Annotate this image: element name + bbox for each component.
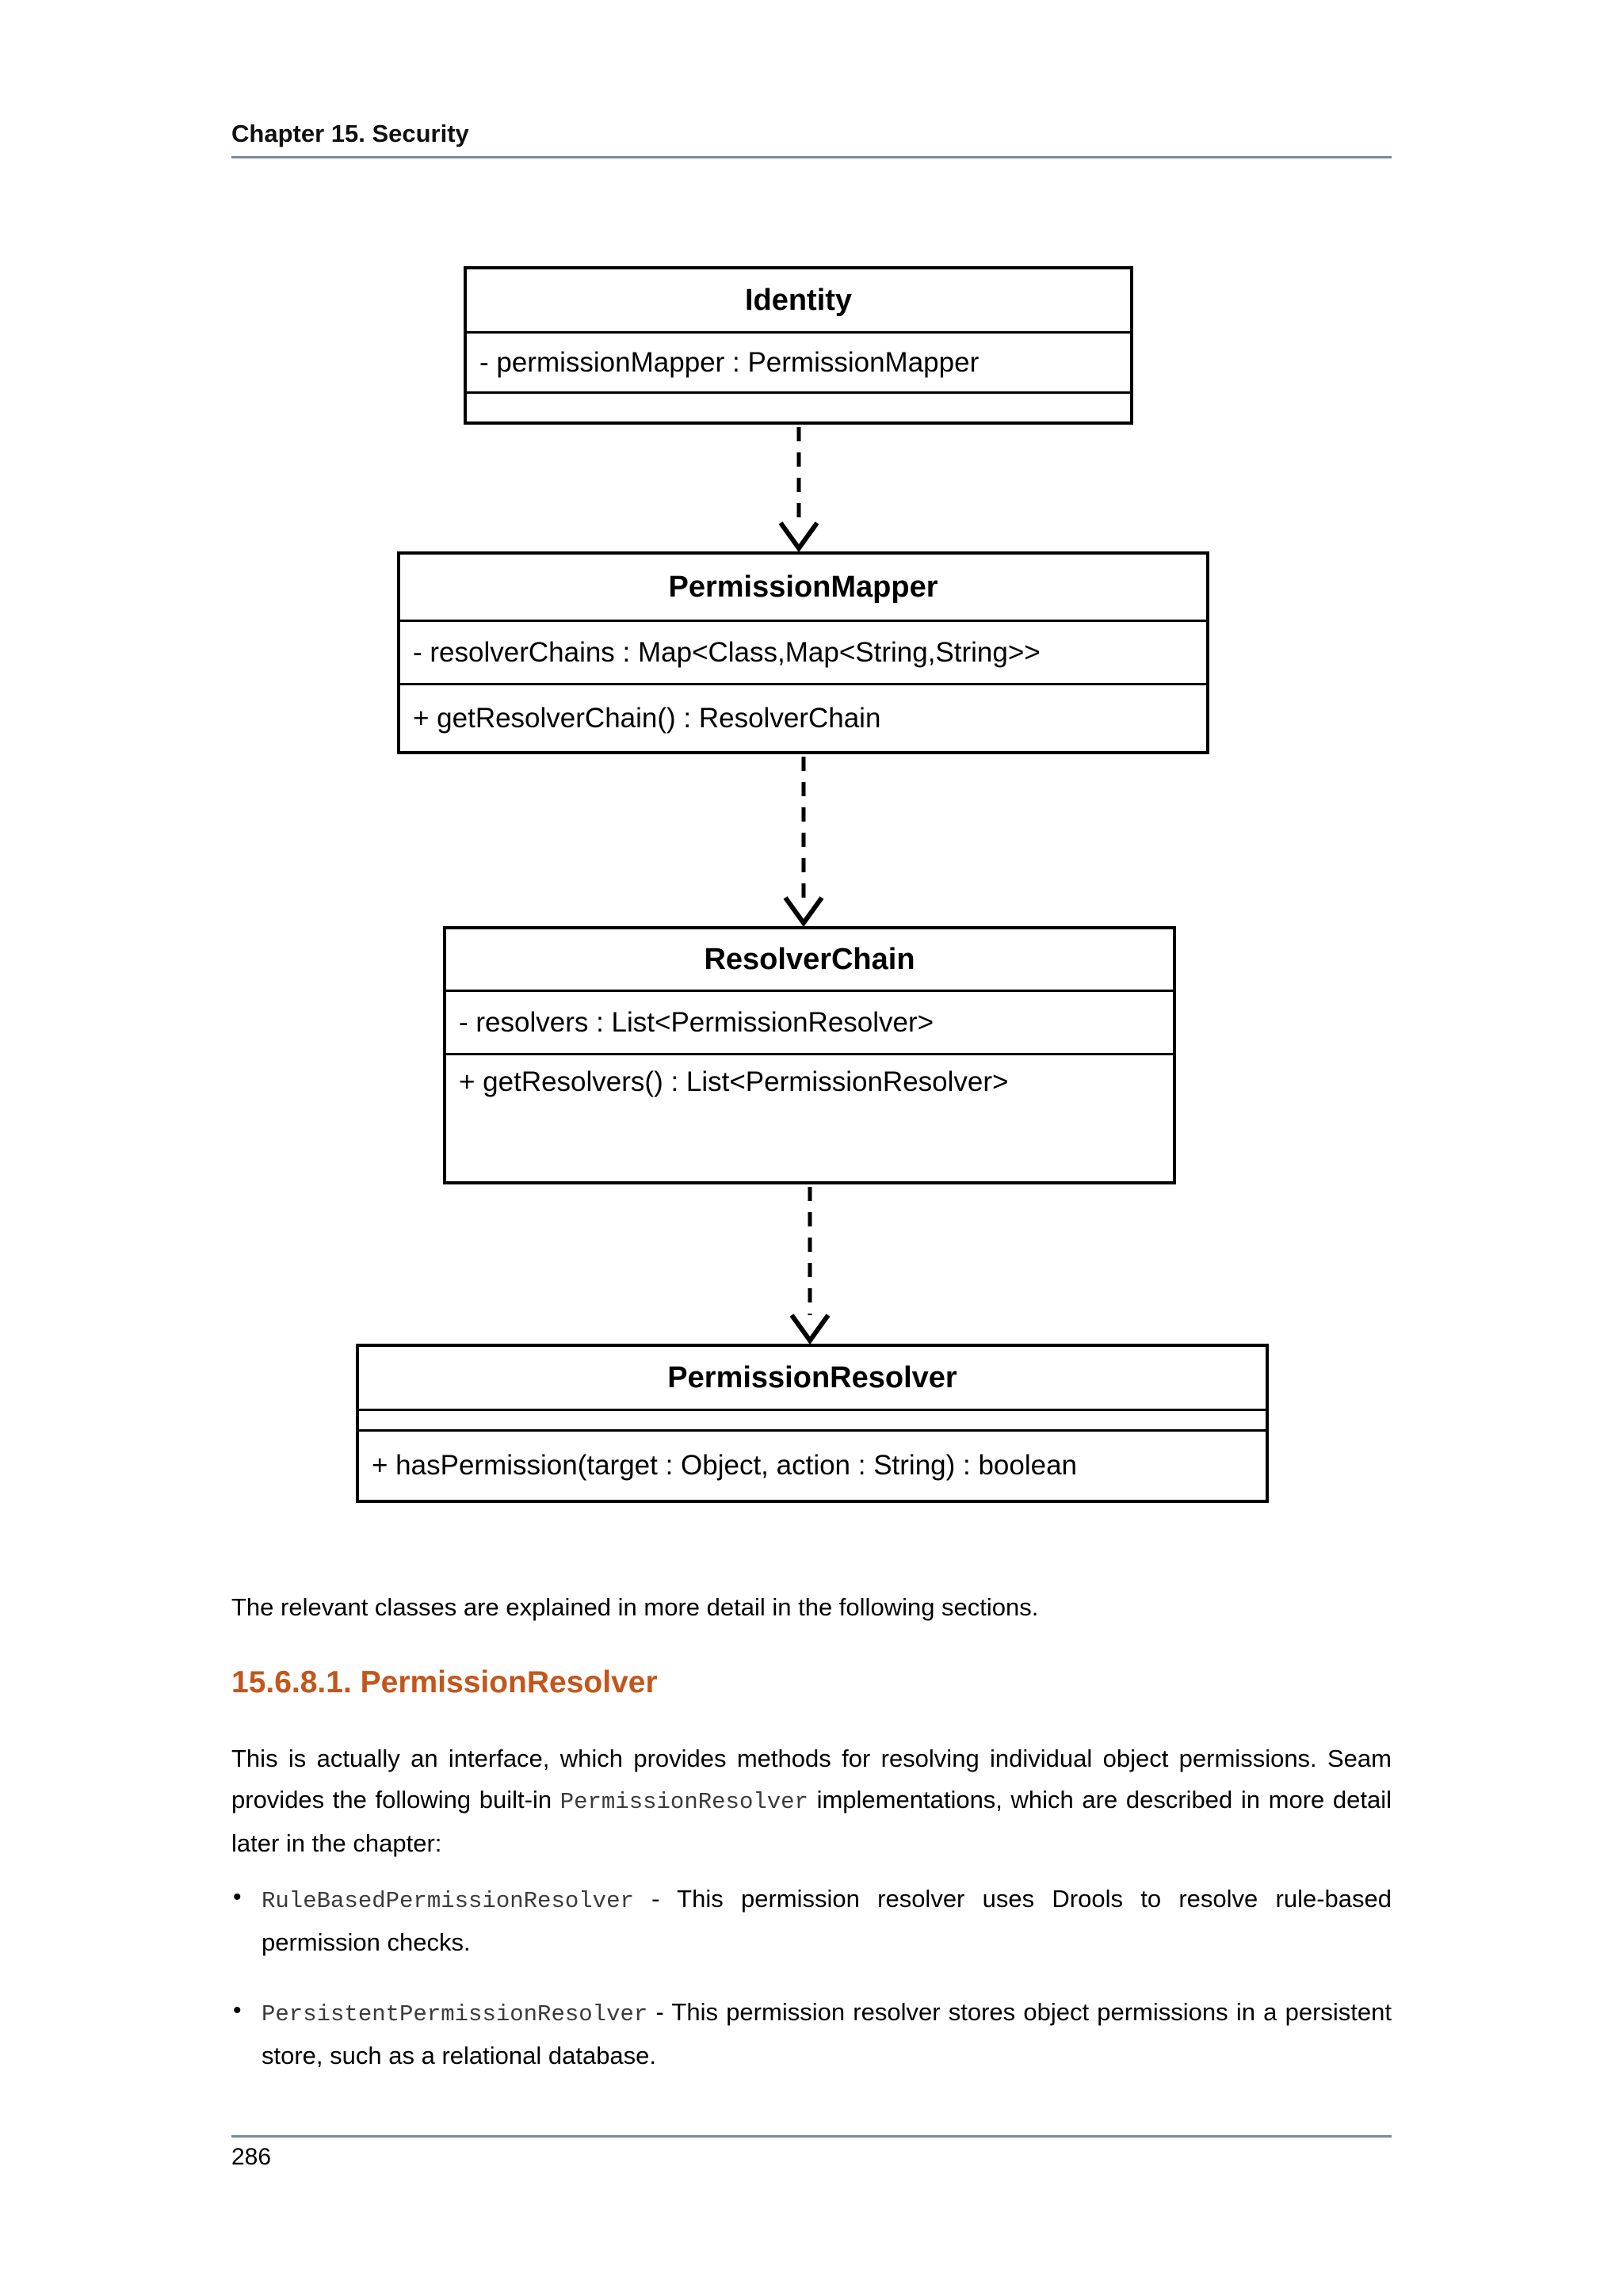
footer-rule	[231, 2135, 1392, 2138]
class-method: + hasPermission(target : Object, action …	[359, 1429, 1266, 1500]
body-paragraph: This is actually an interface, which pro…	[231, 1738, 1392, 1864]
class-name: PermissionMapper	[668, 570, 938, 604]
class-name: Identity	[744, 283, 853, 317]
page-number: 286	[231, 2144, 272, 2170]
list-item-text: - This permission resolver uses Drools t…	[262, 1885, 1392, 1956]
class-method: + getResolverChain() : ResolverChain	[400, 683, 1206, 751]
class-methods-empty	[467, 391, 1130, 421]
class-method: + getResolvers() : List<PermissionResolv…	[446, 1053, 1173, 1181]
list-item-text: - This permission resolver stores object…	[262, 1998, 1392, 2069]
list-item-rulebased: • RuleBasedPermissionResolver - This perm…	[231, 1878, 1392, 1963]
resolver-list: • RuleBasedPermissionResolver - This perm…	[231, 1878, 1392, 2077]
dependency-arrow-permissionmapper-to-resolverchain	[783, 757, 824, 928]
class-attribute: - resolverChains : Map<Class,Map<String,…	[400, 620, 1206, 683]
section-heading: 15.6.8.1. PermissionResolver	[231, 1665, 658, 1699]
class-attribute: - permissionMapper : PermissionMapper	[467, 331, 1130, 391]
chapter-header: Chapter 15. Security	[231, 120, 469, 147]
class-name: ResolverChain	[704, 942, 915, 976]
class-box-resolverchain: ResolverChain - resolvers : List<Permiss…	[443, 926, 1176, 1184]
class-name: PermissionResolver	[667, 1360, 957, 1394]
bullet-icon: •	[233, 1997, 242, 2023]
class-box-identity: Identity - permissionMapper : Permission…	[464, 266, 1133, 425]
class-attributes-empty	[359, 1409, 1266, 1429]
header-rule	[231, 156, 1392, 158]
inline-code-permissionresolver: PermissionResolver	[559, 1789, 808, 1815]
class-attribute: - resolvers : List<PermissionResolver>	[446, 990, 1173, 1053]
intro-paragraph: The relevant classes are explained in mo…	[231, 1593, 1039, 1621]
dependency-arrow-resolverchain-to-permissionresolver	[789, 1187, 831, 1345]
paragraph-text-after: implementations, which are described in …	[231, 1786, 1392, 1857]
dependency-arrow-identity-to-permissionmapper	[778, 427, 819, 553]
inline-code-persistent: PersistentPermissionResolver	[262, 2001, 648, 2027]
paragraph-text-before: This is actually an interface, which pro…	[231, 1745, 1392, 1814]
inline-code-rulebased: RuleBasedPermissionResolver	[262, 1888, 634, 1914]
class-box-permissionmapper: PermissionMapper - resolverChains : Map<…	[397, 551, 1209, 754]
list-item-persistent: • PersistentPermissionResolver - This per…	[231, 1992, 1392, 2077]
bullet-icon: •	[233, 1884, 242, 1910]
class-box-permissionresolver: PermissionResolver + hasPermission(targe…	[356, 1344, 1269, 1503]
